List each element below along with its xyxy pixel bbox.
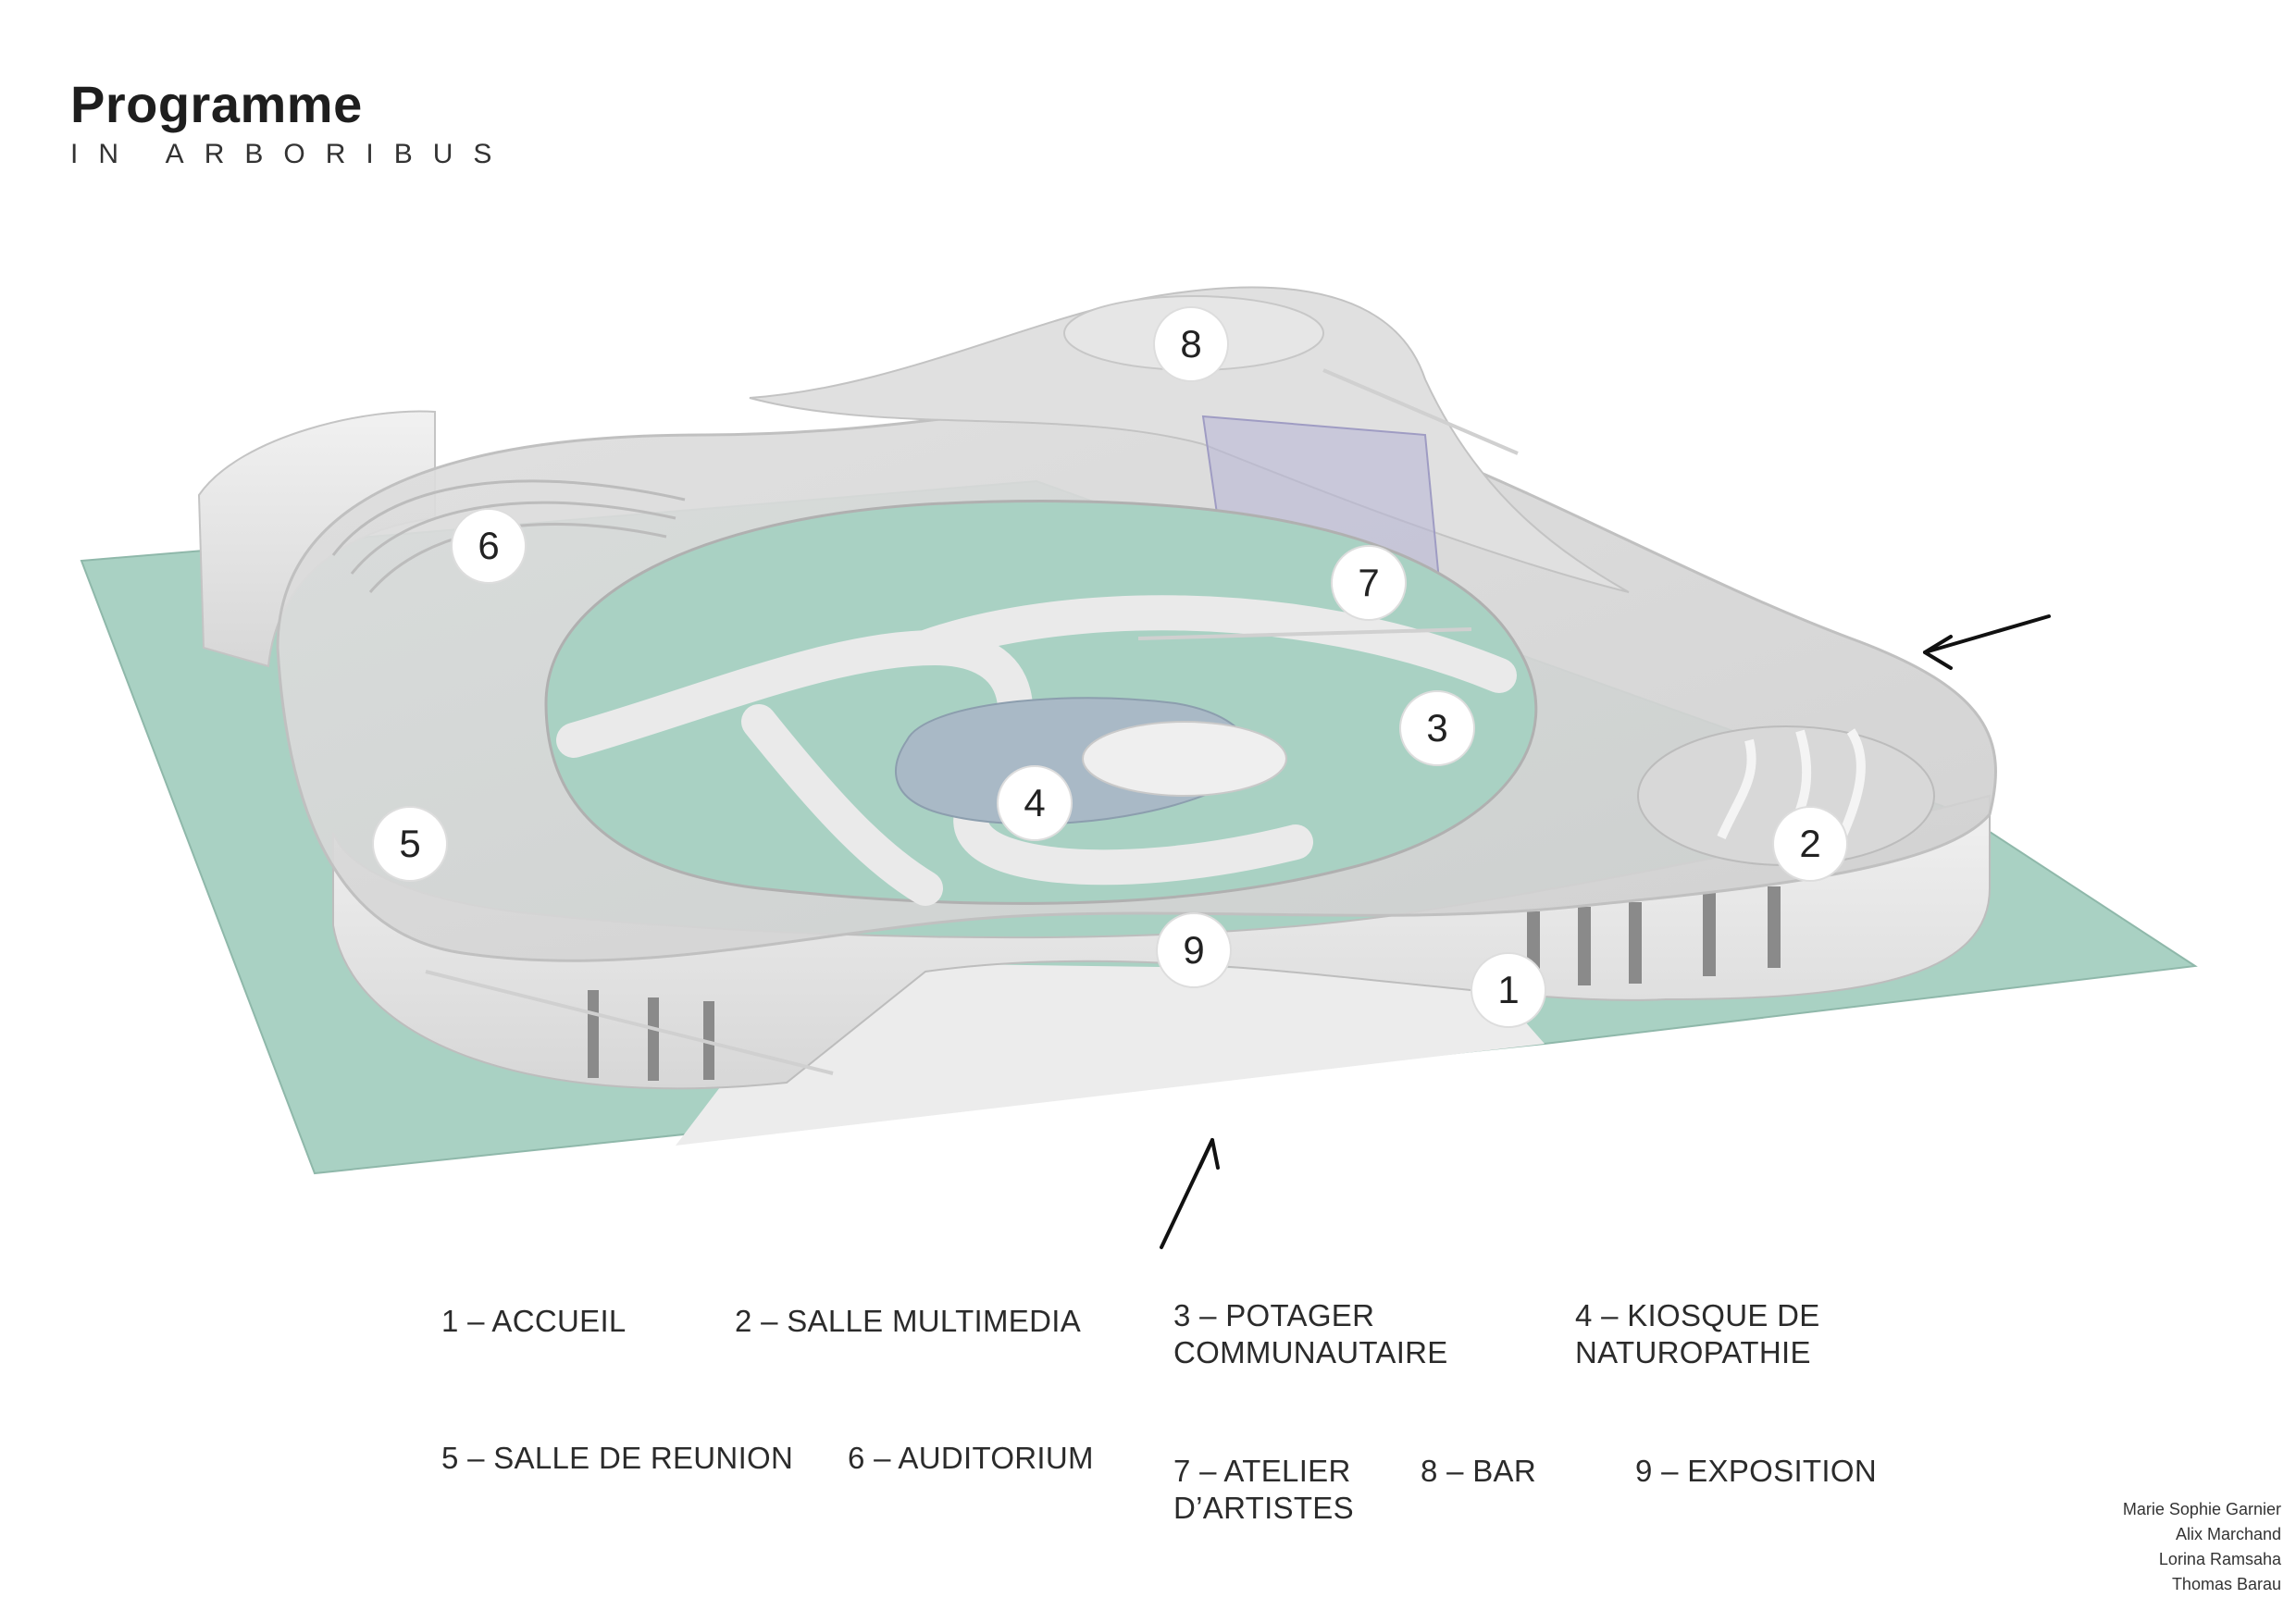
marker-8: 8: [1153, 306, 1229, 382]
marker-1: 1: [1471, 952, 1546, 1028]
marker-5: 5: [372, 806, 448, 882]
marker-4-label: 4: [1024, 781, 1045, 824]
stairs: [425, 368, 1519, 1075]
marker-2-label: 2: [1799, 822, 1820, 865]
page-title: Programme: [70, 75, 363, 133]
legend-item-7: 7 – ATELIER D’ARTISTES: [1173, 1454, 1354, 1525]
marker-4: 4: [997, 765, 1073, 841]
entrance-arrow-icon: [1923, 614, 2051, 670]
entrance-arrow-icon: [1160, 1138, 1220, 1249]
credit-name: Thomas Barau: [2171, 1575, 2281, 1593]
marker-7-label: 7: [1358, 561, 1379, 604]
legend-item-3: 3 – POTAGER COMMUNAUTAIRE: [1173, 1298, 1448, 1369]
marker-9: 9: [1156, 912, 1232, 988]
kiosque-roof: [1082, 721, 1287, 797]
facade-windows: [588, 886, 1781, 1081]
marker-3-label: 3: [1426, 706, 1447, 750]
marker-5-label: 5: [399, 822, 420, 865]
credit-name: Marie Sophie Garnier: [2122, 1500, 2281, 1518]
legend-item-1: 1 – ACCUEIL: [441, 1304, 627, 1338]
marker-1-label: 1: [1497, 968, 1519, 1011]
entrance-plaza: [676, 962, 1545, 1146]
legend-item-5: 5 – SALLE DE REUNION: [441, 1441, 794, 1475]
legend-item-9: 9 – EXPOSITION: [1635, 1454, 1877, 1488]
marker-6: 6: [451, 508, 527, 584]
legend-item-8: 8 – BAR: [1421, 1454, 1536, 1488]
marker-2: 2: [1772, 806, 1848, 882]
marker-9-label: 9: [1183, 928, 1204, 972]
page-subtitle: IN ARBORIBUS: [70, 139, 513, 169]
legend-item-4: 4 – KIOSQUE DE NATUROPATHIE: [1575, 1298, 1820, 1369]
credits: Marie Sophie Garnier Alix Marchand Lorin…: [2123, 1497, 2281, 1597]
marker-3: 3: [1399, 690, 1475, 766]
legend-item-6: 6 – AUDITORIUM: [848, 1441, 1094, 1475]
marker-6-label: 6: [478, 524, 499, 567]
marker-7: 7: [1331, 545, 1407, 621]
credit-name: Alix Marchand: [2175, 1525, 2281, 1543]
marker-8-label: 8: [1180, 322, 1201, 365]
legend-item-2: 2 – SALLE MULTIMEDIA: [735, 1304, 1082, 1338]
credit-name: Lorina Ramsaha: [2158, 1550, 2281, 1568]
